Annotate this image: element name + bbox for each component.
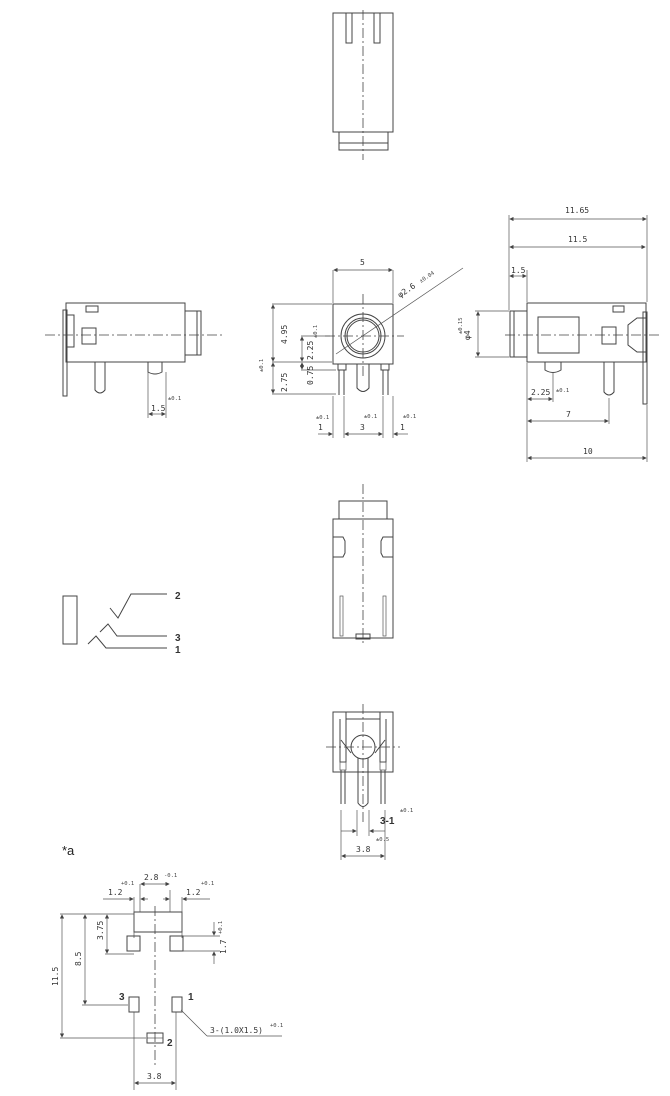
schematic-pin-2: 2: [175, 591, 181, 602]
schematic-pin-3: 3: [175, 633, 181, 644]
dim-pitch-left: 1: [318, 423, 323, 432]
jack-schematic: 2 3 1: [62, 591, 181, 656]
dim-pad-row-offset: 3.75: [96, 921, 105, 940]
dim-bore-diameter: φ2.6: [396, 281, 417, 299]
dim-width: 5: [360, 258, 365, 267]
rear-span: 3.8: [356, 845, 371, 854]
dim-pad-gap-tol: -0.1: [164, 873, 177, 879]
pcb-footprint: 1.2 +0.1 2.8 -0.1 1.2 +0.1 11.5 8.5 3.75…: [51, 873, 283, 1090]
rear-pin-label: 3-1: [380, 816, 395, 827]
hole-callout-tol: +0.1: [270, 1023, 283, 1029]
dim-pitch-center: 3: [360, 423, 365, 432]
dim-pitch-right: 1: [400, 423, 405, 432]
dim-pin1-offset: 2.25: [531, 388, 550, 397]
footprint-pin-2: 2: [167, 1038, 173, 1049]
dim-pitch-left-tol: ±0.1: [316, 415, 329, 421]
dim-pad-width-right-tol: +0.1: [201, 881, 214, 887]
dim-pad-gap: 2.8: [144, 873, 159, 882]
footprint-pin-1: 1: [188, 992, 194, 1003]
footprint-note-label: *a: [62, 843, 75, 858]
dim-pin3-offset: 10: [583, 447, 593, 456]
dim-bore-offset: 2.25: [306, 341, 315, 360]
front-view: φ2.6 ±0.04 5 4.95 ±0.1 2.75 ±0.1 2.25 0.…: [259, 258, 464, 438]
footprint-pin-3: 3: [119, 992, 125, 1003]
dim-height-upper-tol: ±0.1: [313, 325, 319, 338]
dim-bore-diameter-tol: ±0.04: [419, 270, 437, 285]
bottom-view: [332, 484, 394, 644]
dim-pin1-offset-tol: ±0.1: [556, 388, 569, 394]
dim-pin-width-tol: ±0.1: [168, 396, 181, 402]
dim-total-tol: ±0.1: [259, 359, 265, 372]
dim-overall-length: 11.65: [565, 206, 589, 215]
rear-view: 3-1 ±0.1 ±0.5 3.8: [326, 704, 413, 860]
dim-pitch-right-tol: ±0.1: [403, 414, 416, 420]
rear-pin-tol: ±0.5: [376, 837, 389, 843]
dim-height-upper: 4.95: [280, 325, 289, 344]
dim-pad-height: 1.7: [219, 939, 228, 954]
dim-pitch-center-tol: ±0.1: [364, 414, 377, 420]
dim-pin-row-offset: 8.5: [74, 951, 83, 966]
right-side-view: 11.65 11.5 1.5 φ4 ±0.15 2.25 ±0.1 7 10: [458, 206, 660, 462]
dim-pin-span: 3.8: [147, 1072, 162, 1081]
dim-nose-length: 1.5: [511, 266, 526, 275]
dim-height-lower: 2.75: [280, 373, 289, 392]
schematic-pin-1: 1: [175, 645, 181, 656]
dim-pad-height-tol: +0.1: [218, 921, 224, 934]
hole-callout: 3-(1.0X1.5): [210, 1026, 263, 1035]
dim-pad-width-right: 1.2: [186, 888, 201, 897]
rear-pin-label-tol: ±0.1: [400, 808, 413, 814]
dim-nose-diameter-tol: ±0.15: [458, 317, 464, 334]
dim-pin-offset: 0.75: [306, 366, 315, 385]
dim-total-offset: 11.5: [51, 967, 60, 986]
dim-pad-width-left: 1.2: [108, 888, 123, 897]
dim-body-length: 11.5: [568, 235, 587, 244]
dim-pad-width-left-tol: +0.1: [121, 881, 134, 887]
top-view: [332, 10, 394, 160]
dim-nose-diameter: φ4: [463, 330, 472, 340]
dim-pin2-offset: 7: [566, 410, 571, 419]
dim-pin-width: 1.5: [151, 404, 166, 413]
left-side-view: 1.5 ±0.1: [45, 302, 222, 418]
